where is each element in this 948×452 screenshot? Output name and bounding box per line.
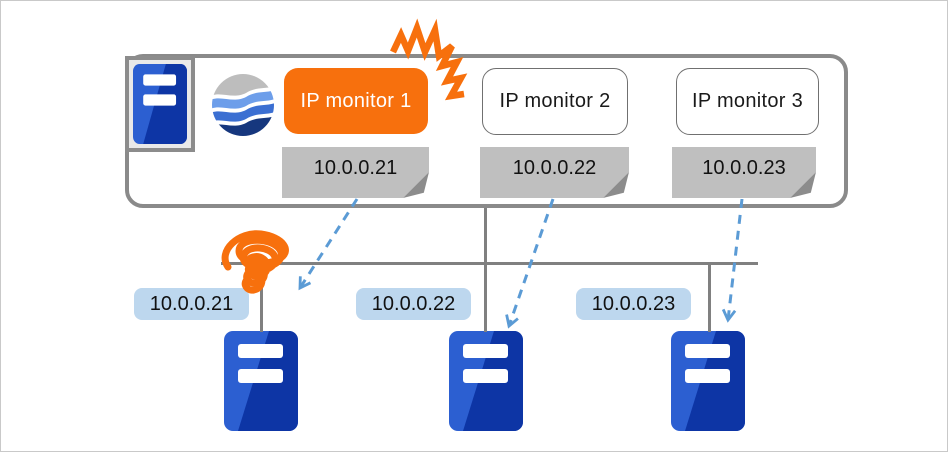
- coil-scribble-icon: [221, 230, 289, 294]
- globe-waves-logo-icon: [212, 74, 274, 136]
- probe-arrow-1: [298, 198, 359, 291]
- server-icon: [449, 331, 523, 431]
- host-ip-label-3: 10.0.0.23: [576, 288, 691, 320]
- probe-arrow-2: [505, 198, 555, 329]
- host-ip-label-1: 10.0.0.21: [134, 288, 249, 320]
- monitor-box-1: IP monitor 1: [284, 68, 428, 134]
- server-icon: [224, 331, 298, 431]
- server-icon: [133, 64, 187, 144]
- monitor-ip-tag-2: 10.0.0.22: [480, 147, 629, 198]
- monitor-box-3: IP monitor 3: [676, 68, 819, 135]
- monitoring-appliance: [125, 56, 195, 152]
- monitor-box-2: IP monitor 2: [482, 68, 628, 135]
- monitor-ip-tag-3: 10.0.0.23: [672, 147, 816, 198]
- probe-arrow-3: [721, 198, 744, 323]
- server-icon: [671, 331, 745, 431]
- monitor-ip-tag-1: 10.0.0.21: [282, 147, 429, 198]
- host-ip-label-2: 10.0.0.22: [356, 288, 471, 320]
